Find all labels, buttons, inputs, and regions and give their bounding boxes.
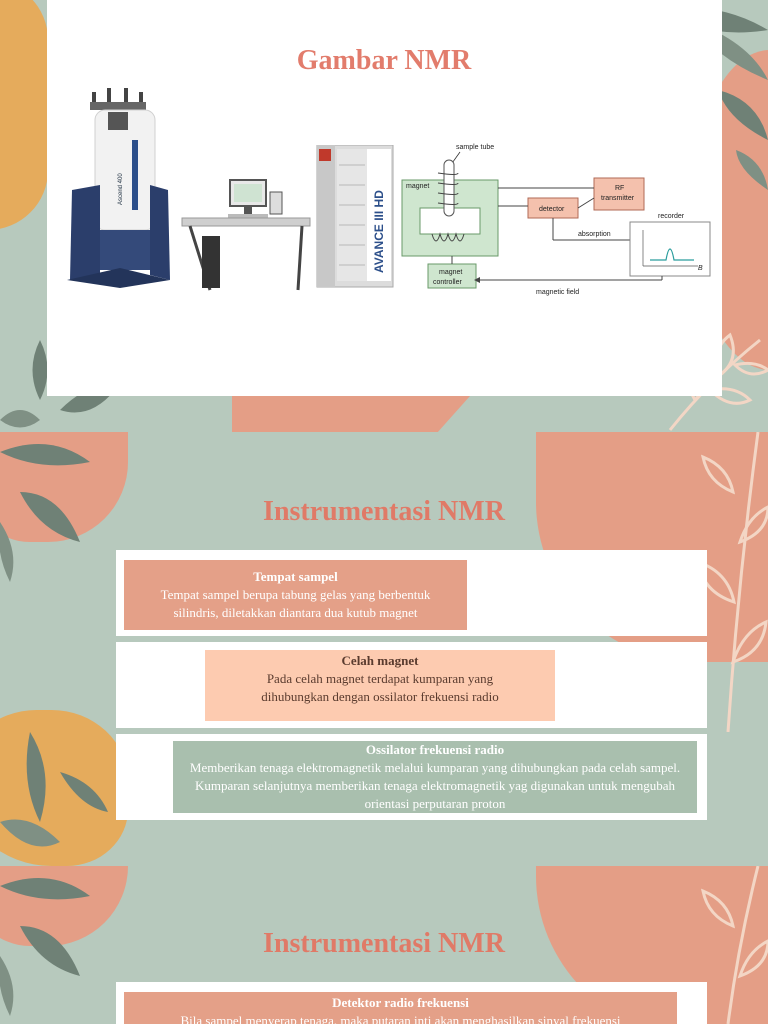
info-box-title: Ossilator frekuensi radio xyxy=(365,742,505,757)
leaf-decoration-bottom-left xyxy=(0,732,108,847)
console-brand-label: AVANCE III HD xyxy=(372,190,386,273)
label-rf-transmitter-1: RF xyxy=(615,185,624,192)
nmr-console-image: AVANCE III HD xyxy=(316,145,394,288)
label-absorption: absorption xyxy=(578,231,611,238)
info-box-text: Bila sampel menyerap tenaga, maka putara… xyxy=(180,1013,621,1024)
label-magnetic-field: magnetic field xyxy=(536,289,579,296)
slide-instrumentasi-nmr-2: Instrumentasi NMR Detektor radio frekuen… xyxy=(0,866,768,1024)
page-title: Instrumentasi NMR xyxy=(263,496,505,527)
info-box-title: Detektor radio frekuensi xyxy=(332,995,469,1010)
magnet-brand-label: Ascend 400 xyxy=(118,173,124,205)
mustard-shape xyxy=(0,0,48,230)
label-magnet: magnet xyxy=(406,183,429,190)
info-box-tempat-sampel: Tempat sampel Tempat sampel berupa tabun… xyxy=(124,560,467,630)
info-box-title: Tempat sampel xyxy=(253,569,338,584)
label-detector: detector xyxy=(539,206,565,213)
info-box-title: Celah magnet xyxy=(341,653,419,668)
info-box-celah-magnet: Celah magnet Pada celah magnet terdapat … xyxy=(205,650,555,721)
leaf-decoration-left xyxy=(0,444,90,582)
line-leaf-decoration xyxy=(700,866,768,1024)
nmr-schematic-diagram: sample tube magnet magnet controller det… xyxy=(401,144,711,296)
info-box-text: Pada celah magnet terdapat kumparan yang… xyxy=(261,671,499,704)
label-b-axis: B xyxy=(698,265,703,272)
slide-gambar-nmr: Gambar NMR Ascend 400 xyxy=(0,0,768,432)
label-rf-transmitter-2: transmitter xyxy=(601,195,635,202)
info-box-detektor: Detektor radio frekuensi Bila sampel men… xyxy=(124,992,677,1024)
info-box-text: Tempat sampel berupa tabung gelas yang b… xyxy=(160,587,431,620)
label-recorder: recorder xyxy=(658,213,685,220)
info-box-ossilator: Ossilator frekuensi radio Memberikan ten… xyxy=(173,741,697,813)
page-title: Instrumentasi NMR xyxy=(263,928,505,959)
salmon-bar-bottom xyxy=(232,396,470,432)
page-title: Gambar NMR xyxy=(296,45,472,76)
nmr-magnet-image: Ascend 400 xyxy=(67,88,170,288)
label-magnet-controller-2: controller xyxy=(433,279,462,286)
slide-instrumentasi-nmr-1: Instrumentasi NMR Tempat sampel Tempat s… xyxy=(0,432,768,866)
info-box-text: Memberikan tenaga elektromagnetik melalu… xyxy=(189,760,681,811)
computer-desk-image xyxy=(181,179,311,291)
label-sample-tube: sample tube xyxy=(456,144,494,151)
label-magnet-controller-1: magnet xyxy=(439,269,462,276)
leaf-decoration-left xyxy=(0,878,90,1016)
